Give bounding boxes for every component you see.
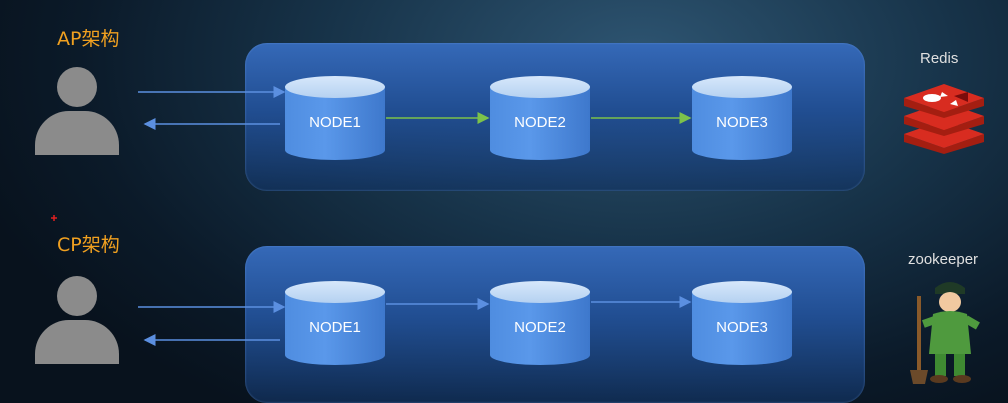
cp-title: CP架构 (57, 234, 120, 256)
redis-logo-icon (904, 84, 984, 154)
ap-title: AP架构 (57, 28, 120, 50)
cp-node2-label: NODE2 (514, 319, 566, 336)
cp-node3: NODE3 (692, 281, 792, 365)
cp-node3-label: NODE3 (716, 319, 768, 336)
ap-node3-label: NODE3 (716, 114, 768, 131)
cp-node2: NODE2 (490, 281, 590, 365)
ap-node1: NODE1 (285, 76, 385, 160)
cp-user-icon (35, 276, 121, 366)
zookeeper-mascot-icon (910, 282, 980, 384)
zookeeper-label: zookeeper (908, 251, 979, 268)
ap-node1-label: NODE1 (309, 114, 361, 131)
redis-label: Redis (920, 50, 959, 67)
ap-node3: NODE3 (692, 76, 792, 160)
cp-node1-label: NODE1 (309, 319, 361, 336)
ap-node2-label: NODE2 (514, 114, 566, 131)
ap-node2: NODE2 (490, 76, 590, 160)
ap-user-icon (35, 67, 121, 157)
cp-node1: NODE1 (285, 281, 385, 365)
